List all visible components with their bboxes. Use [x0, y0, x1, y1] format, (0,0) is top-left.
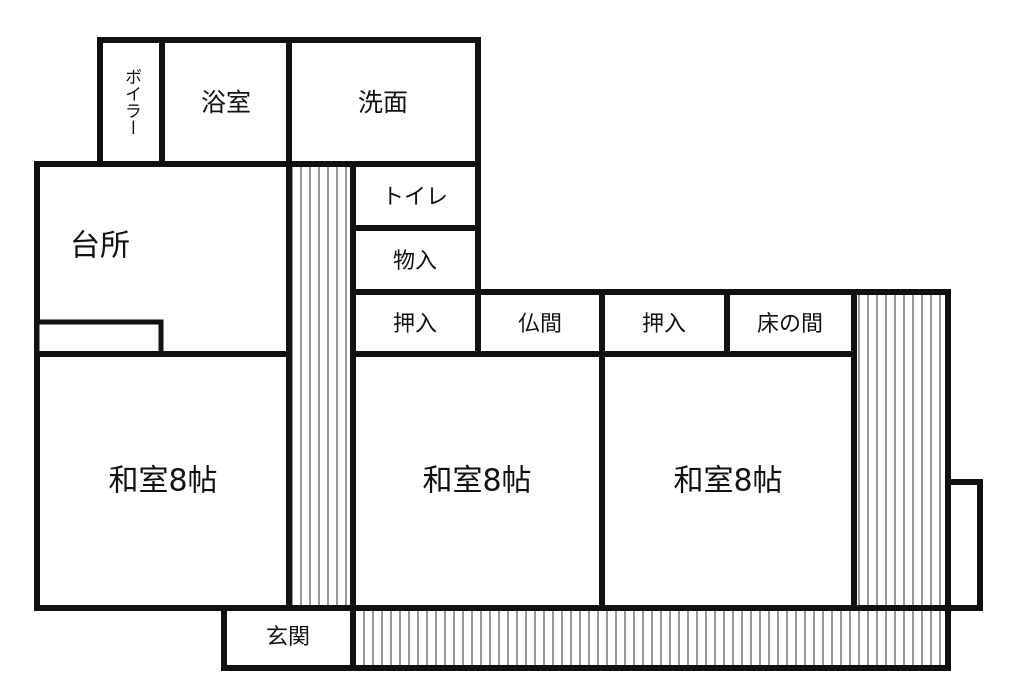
veranda-bottom [350, 605, 951, 671]
room-washitsu-right [599, 351, 857, 611]
label-boiler: ボイラー [121, 68, 141, 136]
corridor [286, 161, 356, 611]
label-kitchen: 台所 [70, 229, 130, 264]
label-closet-a: 押入 [393, 312, 437, 337]
room-washitsu-left [34, 351, 292, 611]
label-washitsu-center: 和室8帖 [422, 464, 531, 499]
label-bath: 浴室 [201, 88, 251, 117]
label-altar: 仏間 [518, 312, 562, 337]
room-storage [350, 225, 481, 295]
room-tokonoma [724, 289, 857, 357]
room-altar [475, 289, 605, 357]
label-closet-b: 押入 [642, 312, 686, 337]
label-washitsu-right: 和室8帖 [673, 464, 782, 499]
room-entrance [221, 605, 356, 671]
label-washroom: 洗面 [358, 88, 408, 117]
bay-window [945, 479, 983, 611]
label-entrance: 玄関 [266, 625, 310, 650]
kitchen-counter [34, 319, 164, 357]
label-washitsu-left: 和室8帖 [108, 464, 217, 499]
label-storage: 物入 [393, 249, 437, 274]
label-tokonoma: 床の間 [757, 312, 823, 337]
label-toilet: トイレ [382, 185, 448, 210]
